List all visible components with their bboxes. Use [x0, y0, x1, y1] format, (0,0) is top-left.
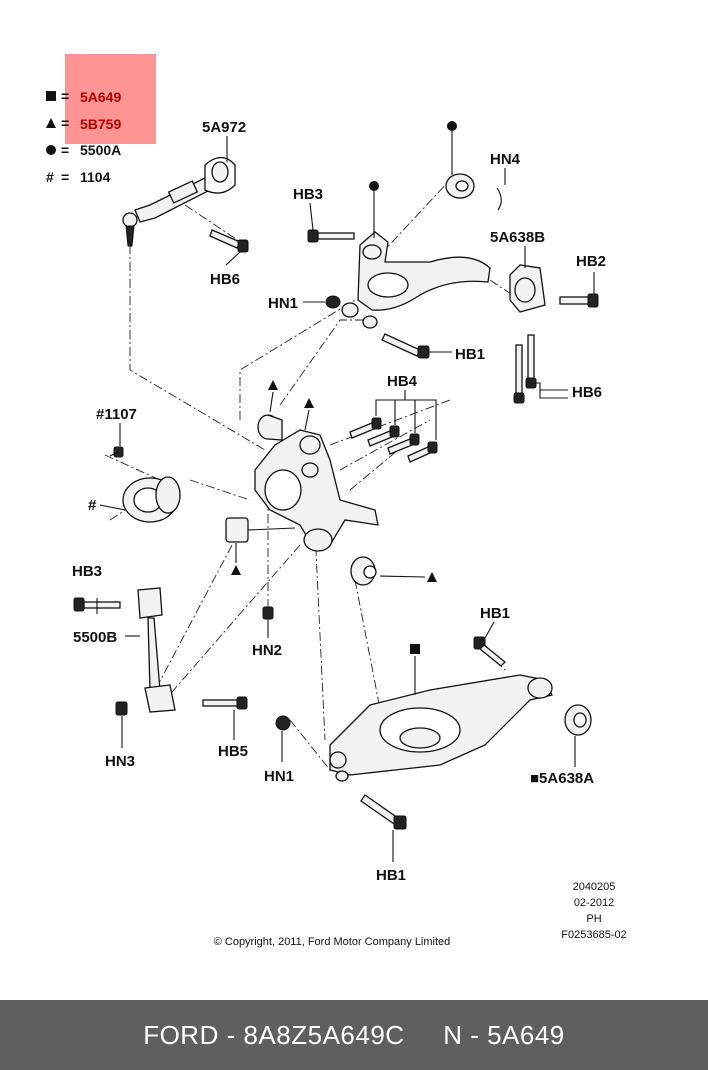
- label-5500b: 5500B: [73, 629, 117, 646]
- label-hb1-mid: HB1: [455, 346, 485, 363]
- triangle-symbol-icon: [46, 118, 56, 128]
- legend-part-3: 5500A: [80, 142, 121, 158]
- upper-control-arm: [357, 231, 491, 329]
- bushing-upper: [445, 173, 502, 211]
- copyright-text: © Copyright, 2011, Ford Motor Company Li…: [214, 936, 451, 948]
- label-hb1-bottom: HB1: [376, 867, 406, 884]
- bolt-hb5: [202, 696, 248, 710]
- svg-text:=: =: [61, 115, 69, 131]
- label-hb2: HB2: [576, 253, 606, 270]
- svg-text:=: =: [61, 169, 69, 185]
- knuckle: [254, 429, 379, 552]
- label-hb4: HB4: [387, 373, 418, 390]
- label-5a638b: 5A638B: [490, 229, 545, 246]
- label-hn4: HN4: [490, 151, 521, 168]
- info-line-4: F0253685-02: [561, 929, 626, 941]
- label-hn1-bottom: HN1: [264, 768, 294, 785]
- label-hn2: HN2: [252, 642, 282, 659]
- label-hb6-left: HB6: [210, 271, 240, 288]
- legend-highlight-box: [65, 54, 156, 144]
- info-line-1: 2040205: [573, 881, 616, 893]
- label-hb6-right: HB6: [572, 384, 602, 401]
- label-hb3-top: HB3: [293, 186, 323, 203]
- label-hb1-lower: HB1: [480, 605, 510, 622]
- label-hn3: HN3: [105, 753, 135, 770]
- circle-markers: [369, 121, 457, 238]
- wheel-hub: [99, 446, 181, 523]
- footer-brand-part: FORD - 8A8Z5A649C: [143, 1019, 405, 1050]
- drawing-info-block: 2040205 02-2012 PH F0253685-02: [561, 881, 626, 941]
- footer-ref: N - 5A649: [443, 1019, 565, 1050]
- circle-marker-icon: [447, 121, 457, 131]
- label-hb3-left: HB3: [72, 563, 102, 580]
- bushing-5a638a: [564, 704, 592, 736]
- lower-control-arm-5a649: [329, 644, 553, 776]
- nut-hn3: [115, 701, 128, 716]
- label-leaders: [96, 136, 595, 862]
- legend-part-1: 5A649: [80, 89, 121, 105]
- link-5500b: [73, 587, 176, 713]
- bolts-hb6-right: [513, 334, 537, 404]
- suspension-exploded-diagram: = 5A649 = 5B759 = 5500A # = 1104: [46, 54, 627, 948]
- label-hash: #: [88, 497, 97, 514]
- info-line-3: PH: [586, 913, 601, 925]
- label-5a638a: ■5A638A: [530, 770, 594, 787]
- bolt-hb3-top: [307, 229, 355, 243]
- legend-part-4: 1104: [80, 169, 111, 185]
- info-line-2: 02-2012: [574, 897, 614, 909]
- toe-link-5a972: [122, 156, 236, 247]
- square-marker-icon: [410, 644, 420, 654]
- bolt-hb1-bottom: [335, 770, 407, 830]
- legend-part-2: 5B759: [80, 116, 121, 132]
- bushing-triangle-top: [257, 380, 314, 441]
- circle-symbol-icon: [46, 145, 56, 155]
- label-hb5: HB5: [218, 743, 248, 760]
- bolt-hb1-lower: [473, 636, 506, 667]
- bracket-5a638b: [509, 264, 599, 313]
- part-number-footer: FORD - 8A8Z5A649C N - 5A649: [0, 1000, 708, 1070]
- nut-hn1-bottom: [275, 715, 291, 731]
- svg-text:=: =: [61, 88, 69, 104]
- svg-text:=: =: [61, 142, 69, 158]
- label-5a972: 5A972: [202, 119, 246, 136]
- hash-symbol-icon: #: [46, 169, 54, 185]
- part-labels: 5A972 HN4 HB3 5A638B HB2 HB6 HN1 HB1 HB4…: [72, 119, 606, 884]
- square-symbol-icon: [46, 91, 56, 101]
- legend: = 5A649 = 5B759 = 5500A # = 1104: [46, 88, 121, 185]
- bolt-hb1-mid: [381, 333, 430, 359]
- nut-hn1-top: [325, 295, 359, 318]
- nut-hn2: [262, 606, 274, 620]
- bolts-hb4: [349, 390, 438, 463]
- circle-marker-icon: [369, 181, 379, 191]
- bushing-triangle-mid: [225, 517, 296, 575]
- bushing-triangle-right: [350, 556, 437, 586]
- label-hn1-top: HN1: [268, 295, 298, 312]
- bolt-hb6-left: [209, 229, 249, 253]
- assembly-lines: [104, 179, 521, 771]
- label-1107: #1107: [96, 406, 137, 423]
